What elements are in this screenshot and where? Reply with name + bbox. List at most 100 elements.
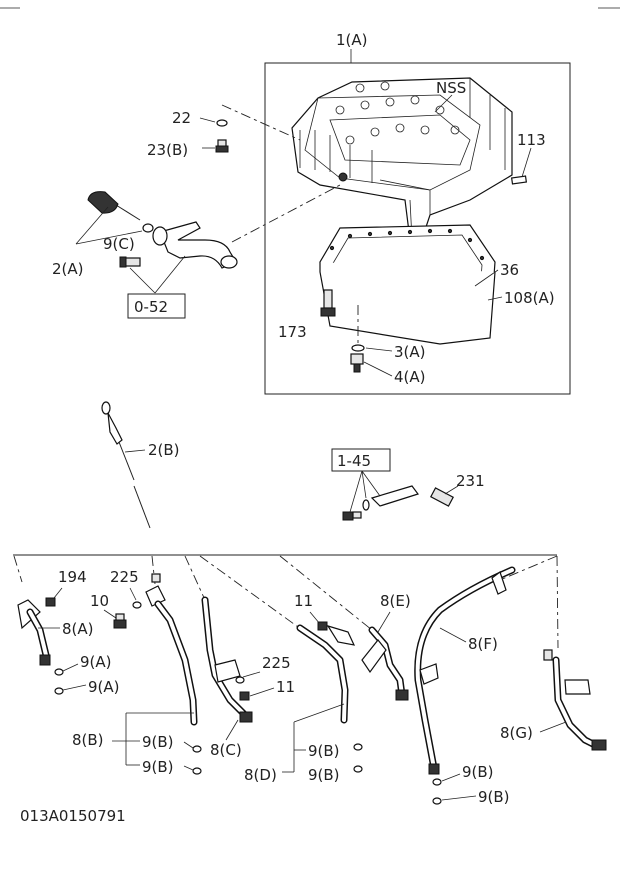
leader-9a-2 xyxy=(62,684,87,691)
label-9b-1: 9(B) xyxy=(142,733,174,751)
oil-gauge-cap xyxy=(87,191,141,221)
washer-9b-5 xyxy=(432,778,442,786)
label-8c: 8(C) xyxy=(210,741,242,759)
label-11-top: 11 xyxy=(294,592,313,610)
leader-4a xyxy=(363,361,393,377)
label-2a: 2(A) xyxy=(52,260,84,278)
leader-2a xyxy=(75,206,143,245)
leader-9b-2-tip xyxy=(183,765,194,771)
leader-8e xyxy=(377,611,391,633)
label-225-top: 225 xyxy=(110,568,139,586)
leader-22 xyxy=(199,117,216,123)
label-36: 36 xyxy=(500,261,519,279)
pipe-8b xyxy=(145,573,198,726)
leader-225-mid xyxy=(242,671,261,678)
label-8b: 8(B) xyxy=(72,731,104,749)
upper-oil-pan xyxy=(291,77,513,246)
bracket-8d xyxy=(293,703,345,772)
label-9b-2: 9(B) xyxy=(142,758,174,776)
pipe-8e xyxy=(361,626,409,701)
leader-0-52 xyxy=(129,255,186,294)
label-22: 22 xyxy=(172,109,191,127)
gasket-3a xyxy=(351,344,365,352)
label-0-52: 0-52 xyxy=(134,298,168,316)
label-9c: 9(C) xyxy=(103,235,135,253)
o-ring-9c xyxy=(142,223,154,233)
washer-9b-3 xyxy=(353,743,363,751)
centerline-guide xyxy=(231,184,341,243)
label-194: 194 xyxy=(58,568,87,586)
label-173: 173 xyxy=(278,323,307,341)
washer-9b-1 xyxy=(192,745,202,753)
dash-8a xyxy=(13,555,23,583)
pipe-8d xyxy=(296,624,356,724)
leader-9b-5 xyxy=(441,773,461,782)
pipe-8a xyxy=(17,599,51,666)
label-1-45: 1-45 xyxy=(337,452,371,470)
bolt-1-45 xyxy=(342,511,362,521)
label-225-mid: 225 xyxy=(262,654,291,672)
leader-225-top xyxy=(129,587,137,601)
dash-8e xyxy=(279,555,373,631)
nut-11-top xyxy=(317,621,328,631)
label-23b: 23(B) xyxy=(147,141,188,159)
washer-9b-2 xyxy=(192,767,202,775)
washer-1-45 xyxy=(362,499,370,511)
oil-pan-assembly-frame xyxy=(264,62,571,395)
dipstick-2b xyxy=(101,401,151,529)
nut-194 xyxy=(45,597,56,607)
label-9a-2: 9(A) xyxy=(88,678,120,696)
washer-9b-4 xyxy=(353,765,363,773)
ref-box-1-45 xyxy=(331,448,391,472)
lower-oil-pan xyxy=(319,262,496,345)
part-231 xyxy=(430,487,454,507)
bracket-1-45 xyxy=(370,485,419,507)
label-8g: 8(G) xyxy=(500,724,533,742)
label-9a-1: 9(A) xyxy=(80,653,112,671)
label-2b: 2(B) xyxy=(148,441,180,459)
label-8a: 8(A) xyxy=(62,620,94,638)
pipe-8f xyxy=(414,566,516,775)
centerline-22 xyxy=(221,104,301,141)
leader-113 xyxy=(521,147,532,178)
leader-3a xyxy=(365,347,393,352)
leader-231 xyxy=(444,485,459,495)
washer-225-top xyxy=(132,601,142,609)
label-108a: 108(A) xyxy=(504,289,555,307)
label-9b-3: 9(B) xyxy=(308,742,340,760)
bolt-10 xyxy=(113,613,127,629)
label-11-mid: 11 xyxy=(276,678,295,696)
label-10: 10 xyxy=(90,592,109,610)
leader-1-45 xyxy=(349,470,381,513)
drawing-code: 013A0150791 xyxy=(20,807,126,825)
pipe-8c xyxy=(201,596,253,723)
label-8d: 8(D) xyxy=(244,766,277,784)
washer-9a-2 xyxy=(54,687,64,695)
leader-nss xyxy=(434,94,453,113)
dash-8g xyxy=(556,555,559,649)
pipe-8g xyxy=(543,649,607,751)
label-1a: 1(A) xyxy=(336,31,368,49)
gauge-guide-tube xyxy=(152,221,238,269)
leader-108a xyxy=(487,296,503,301)
bracket-8b xyxy=(125,712,194,765)
label-4a: 4(A) xyxy=(394,368,426,386)
leader-9a-1 xyxy=(62,663,79,672)
label-9b-5: 9(B) xyxy=(462,763,494,781)
label-113: 113 xyxy=(517,131,546,149)
nut-11-mid xyxy=(239,691,250,701)
label-8e: 8(E) xyxy=(380,592,411,610)
label-231: 231 xyxy=(456,472,485,490)
leader-8f xyxy=(439,627,467,643)
leader-9b-6 xyxy=(441,795,477,801)
dash-8c xyxy=(184,555,206,601)
drain-plug-4a xyxy=(350,353,364,373)
bolt-0-52 xyxy=(119,256,141,268)
label-9b-4: 9(B) xyxy=(308,766,340,784)
dash-8f xyxy=(499,555,558,581)
label-9b-6: 9(B) xyxy=(478,788,510,806)
washer-9a-1 xyxy=(54,668,64,676)
leader-10 xyxy=(103,609,117,619)
bolt-173 xyxy=(320,289,336,317)
